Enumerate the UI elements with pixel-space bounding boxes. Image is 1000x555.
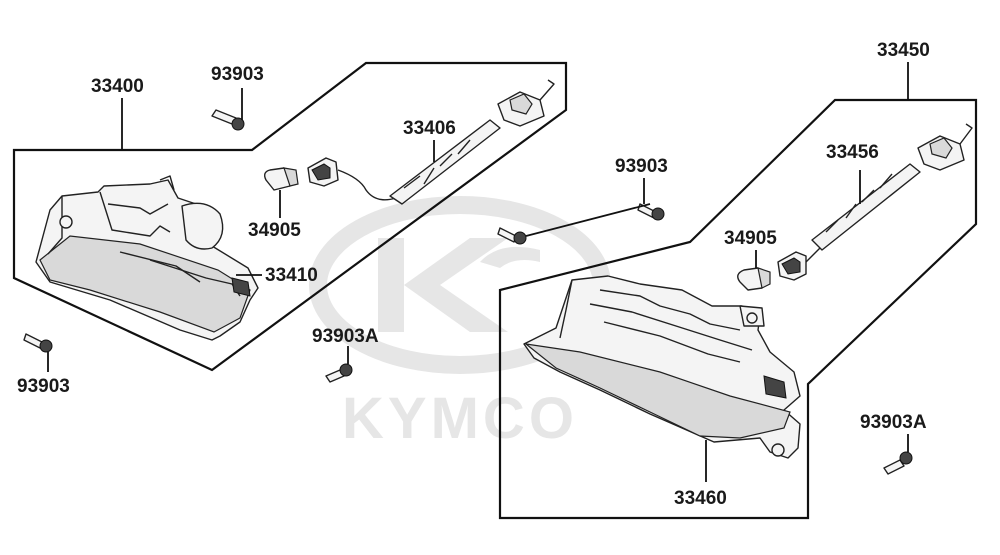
screw-93903-center-b <box>637 203 665 221</box>
left-socket-wire <box>307 79 555 205</box>
label-33400: 33400 <box>91 76 144 97</box>
label-93903a-right: 93903A <box>860 412 927 433</box>
label-33456: 33456 <box>826 142 879 163</box>
right-socket-wire <box>777 123 973 281</box>
screw-93903a-right <box>883 451 913 475</box>
label-33410: 33410 <box>265 265 318 286</box>
label-93903-left: 93903 <box>17 376 70 397</box>
label-34905-right: 34905 <box>724 228 777 249</box>
label-33460: 33460 <box>674 488 727 509</box>
screw-93903-top <box>211 109 245 131</box>
left-assembly-frame <box>12 61 568 372</box>
label-34905-left: 34905 <box>248 220 301 241</box>
left-bulb <box>263 167 299 191</box>
screw-93903-left <box>23 333 53 353</box>
watermark-brand-text: KYMCO <box>342 386 578 451</box>
left-turn-signal-housing <box>35 175 259 341</box>
leader-93903-center-link <box>525 203 651 237</box>
label-93903-center: 93903 <box>615 156 668 177</box>
right-bulb <box>737 267 771 291</box>
label-33406: 33406 <box>403 118 456 139</box>
label-93903a-center: 93903A <box>312 326 379 347</box>
label-93903-top: 93903 <box>211 64 264 85</box>
label-33450: 33450 <box>877 40 930 61</box>
right-turn-signal-housing <box>523 275 801 459</box>
screw-93903-center <box>497 227 527 245</box>
right-assembly-frame <box>498 98 978 520</box>
screw-93903a-center <box>325 363 353 383</box>
